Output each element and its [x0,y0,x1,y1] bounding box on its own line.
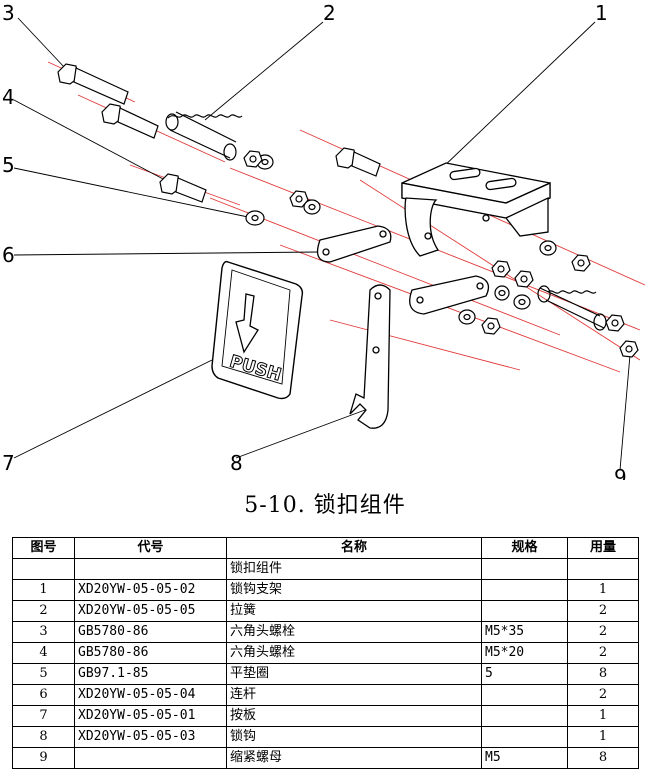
callout-9: 9 [614,465,627,480]
cell-figure-no: 6 [12,684,75,706]
table-row: 锁扣组件 [12,558,639,580]
cell-spec [481,726,568,748]
parts-list-table: 图号 代号 名称 规格 用量 锁扣组件 1 XD20YW-05-05-02 锁钩… [12,537,639,769]
cell-spec [481,579,568,601]
cell-name: 六角头螺栓 [226,642,482,664]
cell-spec: M5*35 [481,621,568,643]
header-code: 代号 [74,537,227,559]
hex-bolt-m5x35 [57,63,129,105]
cell-qty: 8 [567,747,639,769]
cell-code: XD20YW-05-05-02 [74,579,227,601]
cell-code: GB97.1-85 [74,663,227,685]
table-row: 5 GB97.1-85 平垫圈 5 8 [12,663,639,685]
hex-bolt-m5x35-2 [101,103,159,139]
callout-7: 7 [2,451,15,475]
cell-spec [481,558,568,580]
cell-code [74,747,227,769]
table-row: 4 GB5780-86 六角头螺栓 M5*20 2 [12,642,639,664]
callout-5: 5 [2,153,15,177]
cell-spec [481,600,568,622]
cell-qty: 1 [567,705,639,727]
cell-name: 连杆 [226,684,482,706]
cell-spec [481,705,568,727]
cell-figure-no: 9 [12,747,75,769]
cell-code: XD20YW-05-05-01 [74,705,227,727]
cell-name: 锁扣组件 [226,558,482,580]
leader-lines [13,17,631,471]
table-row: 3 GB5780-86 六角头螺栓 M5*35 2 [12,621,639,643]
cell-figure-no: 8 [12,726,75,748]
callout-1: 1 [595,1,608,25]
cell-qty: 2 [567,621,639,643]
callout-3: 3 [2,1,15,25]
cell-qty: 2 [567,642,639,664]
cell-spec [481,684,568,706]
header-qty: 用量 [567,537,639,559]
connecting-links [316,225,490,315]
cell-name: 缩紧螺母 [226,747,482,769]
hex-bolt-m5x20-2 [335,147,381,177]
table-header-row: 图号 代号 名称 规格 用量 [12,537,639,559]
cell-code: GB5780-86 [74,621,227,643]
cell-code: GB5780-86 [74,642,227,664]
cell-code: XD20YW-05-05-03 [74,726,227,748]
callout-2: 2 [323,1,336,25]
tension-spring-2 [537,285,607,331]
cell-figure-no: 3 [12,621,75,643]
assembly-axis-lines [47,61,646,373]
cell-name: 平垫圈 [226,663,482,685]
table-row: 7 XD20YW-05-05-01 按板 1 [12,705,639,727]
push-plate: PUSH [211,260,304,400]
cell-figure-no: 2 [12,600,75,622]
cell-figure-no: 4 [12,642,75,664]
callout-4: 4 [2,85,15,109]
tension-spring [165,111,243,161]
callout-labels: 1 2 3 4 5 6 7 8 9 [2,1,627,480]
table-row: 9 缩紧螺母 M5 8 [12,747,639,769]
cell-name: 六角头螺栓 [226,621,482,643]
cell-spec: 5 [481,663,568,685]
table-row: 6 XD20YW-05-05-04 连杆 2 [12,684,639,706]
cell-qty: 1 [567,726,639,748]
cell-qty [567,558,639,580]
lock-nuts [243,150,639,358]
callout-8: 8 [230,451,243,475]
header-figure-no: 图号 [12,537,75,559]
cell-spec: M5 [481,747,568,769]
cell-name: 锁钩 [226,726,482,748]
cell-code [74,558,227,580]
lock-hook-bracket [401,162,551,257]
table-row: 8 XD20YW-05-05-03 锁钩 1 [12,726,639,748]
cell-figure-no: 1 [12,579,75,601]
header-spec: 规格 [481,537,568,559]
hex-bolt-m5x20 [159,173,207,203]
table-row: 2 XD20YW-05-05-05 拉簧 2 [12,600,639,622]
cell-name: 按板 [226,705,482,727]
cell-spec: M5*20 [481,642,568,664]
cell-qty: 2 [567,684,639,706]
figure-caption: 5-10. 锁扣组件 [244,493,406,518]
cell-figure-no: 5 [12,663,75,685]
callout-6: 6 [2,243,15,267]
lock-hook [349,284,391,429]
cell-qty: 1 [567,579,639,601]
cell-code: XD20YW-05-05-05 [74,600,227,622]
cell-figure-no [12,558,75,580]
cell-code: XD20YW-05-05-04 [74,684,227,706]
cell-qty: 2 [567,600,639,622]
cell-name: 锁钩支架 [226,579,482,601]
table-row: 1 XD20YW-05-05-02 锁钩支架 1 [12,579,639,601]
cell-qty: 8 [567,663,639,685]
header-name: 名称 [226,537,482,559]
cell-name: 拉簧 [226,600,482,622]
cell-figure-no: 7 [12,705,75,727]
exploded-assembly-drawing: PUSH 1 2 3 4 5 6 7 8 9 [2,1,646,480]
